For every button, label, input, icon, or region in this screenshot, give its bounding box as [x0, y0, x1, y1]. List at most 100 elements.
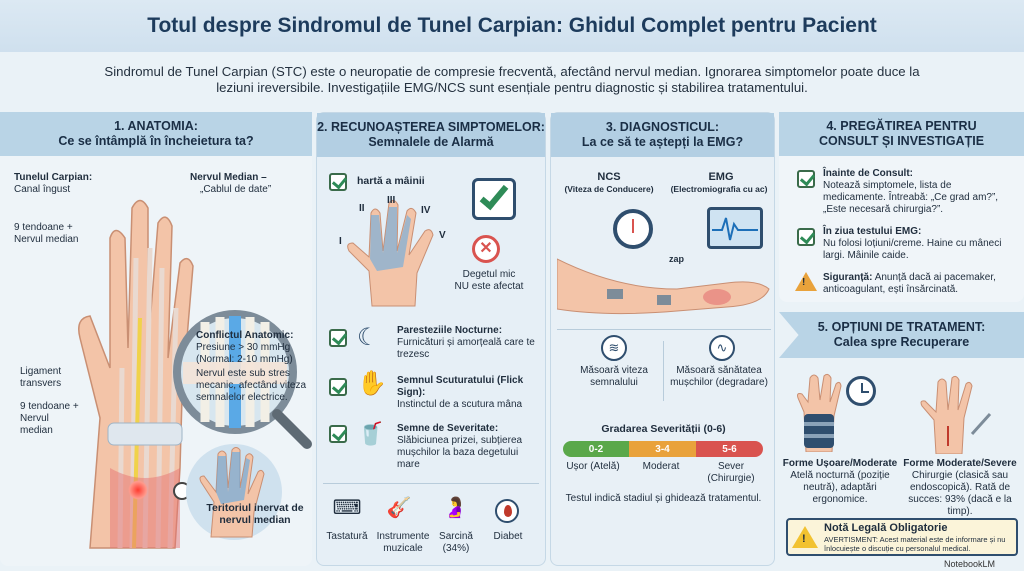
symptoms-heading-line1: 2. RECUNOAȘTEREA SIMPTOMELOR: [317, 120, 545, 134]
weak-grip-icon: 🥤 [357, 421, 385, 446]
treatment-heading-line2: Calea spre Recuperare [833, 335, 970, 349]
grade-severe: 5-6 [696, 441, 763, 457]
compression-spot-icon [128, 480, 148, 500]
preparation-heading-line2: CONSULT ȘI INVESTIGAȚIE [818, 134, 985, 148]
diabetes-drop-icon [495, 499, 519, 523]
severity-grade-bar: 0-2 3-4 5-6 [563, 441, 763, 457]
grade-moderate-range: 3-4 [655, 443, 670, 455]
treatment-mild-title: Forme Ușoare/Moderate [782, 458, 898, 469]
anatomy-panel: 1. ANATOMIA: Ce se întâmplă în încheietu… [0, 112, 312, 566]
prep-safety: Siguranță: Anunță dacă ai pacemaker, ant… [823, 272, 1013, 296]
finger-label-1: I [339, 236, 342, 247]
intro-text: Sindromul de Tunel Carpian (STC) este o … [104, 64, 920, 95]
shaking-hand-icon: ✋ [357, 370, 387, 397]
emg-title: EMG [708, 171, 734, 183]
preparation-heading-line1: 4. PREGĂTIREA PENTRU [826, 119, 977, 133]
little-finger-line2: NU este afectat [454, 281, 524, 292]
page-title: Totul despre Sindromul de Tunel Carpian:… [147, 14, 877, 37]
symptom-flick-title: Semnul Scuturatului (Flick Sign): [397, 375, 524, 398]
nerve-subtitle: „Cablul de date” [200, 184, 272, 195]
diagnosis-heading-line2: La ce să te aștepți la EMG? [581, 135, 744, 149]
warning-icon [795, 272, 817, 291]
symptom-nocturnal-text: Furnicături și amorțeală care te trezesc [397, 337, 535, 360]
checkbox-icon [329, 378, 347, 396]
legal-title: Notă Legală Obligatorie [824, 522, 948, 534]
arm-test-illustration [557, 258, 770, 315]
brand-label: NotebookLM [944, 559, 996, 569]
preparation-panel: 4. PREGĂTIREA PENTRU CONSULT ȘI INVESTIG… [779, 112, 1024, 302]
prep-before-title: Înainte de Consult: [823, 168, 913, 179]
checkbox-icon [329, 173, 347, 191]
divider [663, 341, 664, 401]
treatment-severe-text: Chirurgie (clasică sau endoscopică). Rat… [908, 470, 1012, 517]
legal-warning-mark: ! [802, 533, 806, 545]
legal-text: AVERTISMENT: Acest material este de info… [824, 535, 1006, 553]
symptom-flick-text: Instinctul de a scutura mâna [397, 399, 523, 410]
tendons-top-label: 9 tendoane + Nervul median [14, 222, 79, 245]
ncs-title: NCS [597, 171, 621, 183]
hand-map-illustration [347, 199, 434, 307]
clock-icon [846, 376, 876, 406]
symptoms-heading-line2: Semnalele de Alarmă [368, 135, 494, 149]
emg-subtitle: (Electromiografia cu ac) [670, 184, 768, 194]
nerve-signal-icon: ≋ [601, 335, 627, 361]
anatomy-heading-line1: 1. ANATOMIA: [114, 119, 198, 133]
legal-note: ! Notă Legală Obligatorie AVERTISMENT: A… [786, 518, 1018, 556]
keyboard-icon: ⌨ [332, 497, 362, 519]
grade-mild: 0-2 [563, 441, 629, 457]
risk-music-label: Instrumente muzicale [376, 531, 430, 554]
checkbox-icon [329, 329, 347, 347]
finger-label-3: III [387, 195, 396, 206]
territory-label: Teritoriul inervat de nervul median [206, 502, 304, 526]
checkbox-icon [797, 228, 815, 246]
wrist-anatomy-illustration [78, 199, 194, 549]
conflict-normal: (Normal: 2-10 mmHg) [196, 354, 293, 365]
anatomy-heading-line2: Ce se întâmplă în încheietura ta? [58, 134, 254, 148]
grade-mild-label: Ușor (Atelă) [566, 461, 620, 472]
anatomy-heading: 1. ANATOMIA: Ce se întâmplă în încheietu… [0, 112, 312, 156]
checkbox-icon [329, 425, 347, 443]
divider [323, 483, 539, 484]
territory-hand-illustration [186, 444, 282, 540]
emg-monitor-icon [707, 207, 763, 249]
grade-severe-label: Sever (Chirurgie) [707, 461, 755, 484]
risk-pregnancy-label: Sarcină (34%) [439, 531, 473, 554]
tendons-bottom-label: 9 tendoane + Nervul median [20, 401, 79, 436]
finger-label-5: V [439, 230, 446, 241]
symptom-severity-title: Semne de Severitate: [397, 423, 499, 434]
tunnel-title: Tunelul Carpian: [14, 172, 93, 183]
prep-before-text: Notează simptomele, lista de medicamente… [823, 180, 999, 215]
pregnancy-icon: 🤰 [442, 497, 468, 519]
legal-warning-icon [792, 526, 818, 548]
not-affected-x-icon: ✕ [472, 235, 500, 263]
grade-mild-range: 0-2 [588, 443, 604, 455]
symptom-nocturnal-title: Paresteziile Nocturne: [397, 325, 503, 336]
diagnosis-heading-line1: 3. DIAGNOSTICUL: [605, 120, 720, 134]
muscle-signal-icon: ∿ [709, 335, 735, 361]
treatment-mild-text: Atelă nocturnă (poziție neutră), adaptăr… [790, 470, 890, 505]
conflict-text: Nervul este sub stres mecanic, afectând … [196, 368, 307, 403]
grading-note: Testul indică stadiul și ghidează tratam… [565, 493, 762, 504]
checkbox-icon [797, 170, 815, 188]
diagnosis-panel: 3. DIAGNOSTICUL: La ce să te aștepți la … [550, 112, 775, 566]
moon-sleep-icon: ☾ [357, 324, 379, 351]
grade-moderate: 3-4 [629, 441, 696, 457]
guitar-icon: 🎸 [386, 497, 412, 519]
conflict-title: Conflictul Anatomic: [196, 330, 294, 341]
magnifier-illustration [173, 310, 312, 449]
grade-moderate-label: Moderat [642, 461, 680, 472]
ncs-subtitle: (Viteza de Conducere) [564, 184, 654, 194]
ligament-label: Ligament transvers [20, 366, 62, 389]
stopwatch-icon [613, 209, 653, 249]
treatment-heading-line1: 5. OPȚIUNI DE TRATAMENT: [817, 320, 986, 334]
symptoms-heading: 2. RECUNOAȘTEREA SIMPTOMELOR: Semnalele … [317, 113, 545, 157]
conflict-pressure: Presiune > 30 mmHg [196, 342, 291, 353]
title-bar: Totul despre Sindromul de Tunel Carpian:… [0, 0, 1024, 52]
symptom-severity-text: Slăbiciunea prizei, subțierea mușchilor … [397, 435, 523, 470]
big-checkmark-icon [472, 178, 516, 220]
surgery-hand-illustration [920, 375, 992, 454]
zap-label: zap [669, 254, 685, 264]
nerve-title: Nervul Median – [190, 172, 267, 183]
risk-keyboard-label: Tastatură [326, 531, 368, 542]
warning-mark: ! [802, 277, 806, 288]
